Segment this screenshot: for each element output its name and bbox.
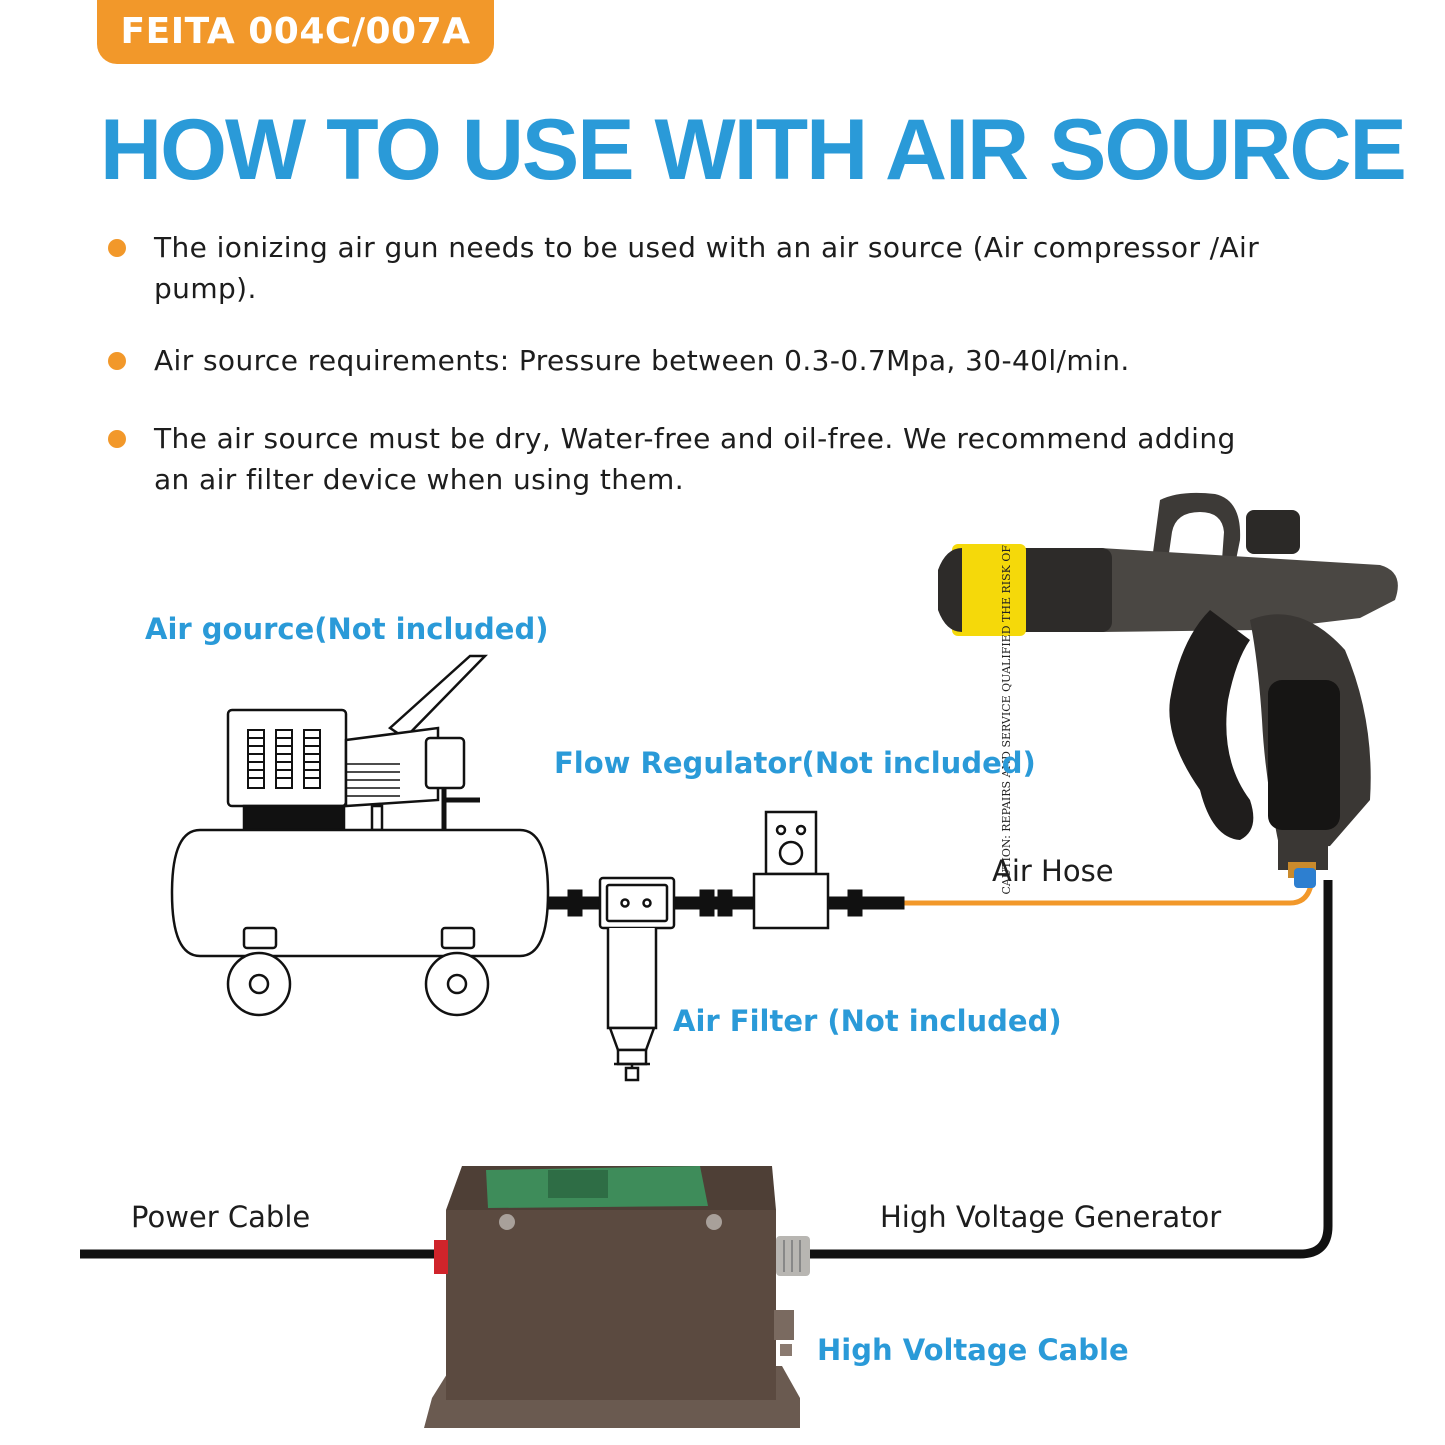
ionizing-air-gun-icon: CAUTION: REPAIRS AND SERVICE QUALIFIED T… xyxy=(938,492,1398,895)
bullet-dot-icon xyxy=(108,430,126,448)
high-voltage-generator-icon xyxy=(424,1166,810,1428)
bullet-text: The ionizing air gun needs to be used wi… xyxy=(154,231,1260,305)
air-filter-label: Air Filter (Not included) xyxy=(673,1004,1062,1038)
high-voltage-generator-label: High Voltage Generator xyxy=(880,1200,1222,1234)
hv-cable-line xyxy=(808,880,1333,1259)
flow-regulator-label: Flow Regulator(Not included) xyxy=(554,746,1036,780)
power-cable-label: Power Cable xyxy=(131,1200,311,1234)
bullet-text: Air source requirements: Pressure betwee… xyxy=(154,344,1130,377)
air-hose-label: Air Hose xyxy=(992,854,1114,888)
bullet-dot-icon xyxy=(108,352,126,370)
bullet-text: The air source must be dry, Water-free a… xyxy=(154,422,1236,496)
air-filter-icon xyxy=(598,876,676,1082)
flow-regulator-icon xyxy=(752,810,830,930)
high-voltage-cable-label: High Voltage Cable xyxy=(817,1333,1129,1367)
page-title: HOW TO USE WITH AIR SOURCE xyxy=(100,102,1407,198)
bullet-dot-icon xyxy=(108,239,126,257)
gun-warning-label: CAUTION: REPAIRS AND SERVICE QUALIFIED T… xyxy=(1000,545,1013,895)
model-badge: FEITA 004C/007A xyxy=(97,0,494,64)
air-source-label: Air gource(Not included) xyxy=(145,612,549,646)
pipe-connectors-icon xyxy=(547,889,905,917)
air-compressor-icon xyxy=(170,654,550,1017)
